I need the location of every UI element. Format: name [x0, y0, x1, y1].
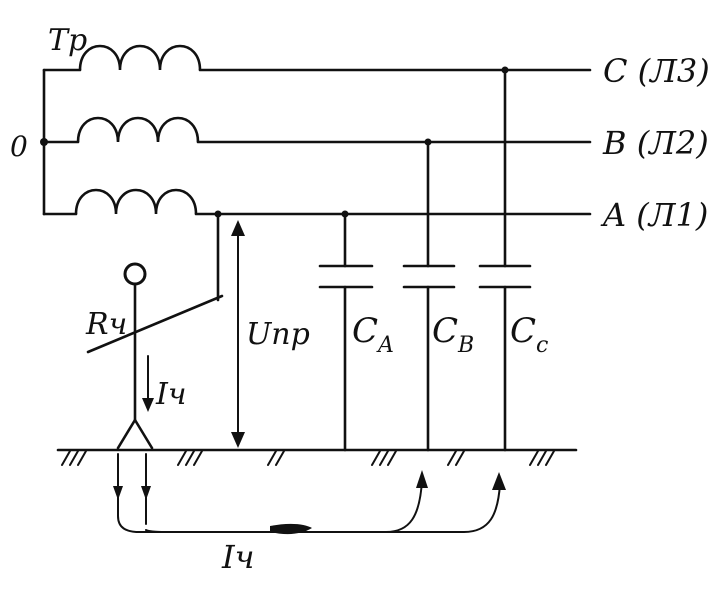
resistor-slider [86, 294, 224, 354]
return-path-cb [117, 479, 423, 533]
cap-c-plates [478, 264, 532, 289]
cap-a-plates [318, 264, 374, 289]
cap-b-plates [402, 264, 456, 289]
winding-c [78, 44, 202, 71]
cap-b-label: CB [432, 311, 474, 358]
ground-current-label: Iч [221, 538, 255, 576]
transformer-label: Tp [48, 23, 87, 58]
voltage-arrowhead-top [231, 220, 245, 236]
neutral-label: 0 [10, 130, 28, 163]
ground-electrode [116, 418, 154, 450]
phase-b-label: B (Л2) [602, 124, 709, 162]
resistor-label: Rч [85, 307, 127, 342]
return-arrow-right [141, 486, 151, 500]
cap-a-label: CA [352, 311, 394, 358]
winding-a [74, 188, 198, 215]
return-current-arrow [270, 523, 312, 535]
return-arrow-cc [492, 472, 506, 490]
winding-b [76, 116, 200, 143]
fault-terminal [123, 262, 147, 286]
earth-hatching [61, 450, 555, 466]
return-path-cc [145, 483, 501, 533]
return-arrow-cb [416, 470, 428, 488]
cap-c-label: Cc [510, 311, 548, 358]
phase-c-label: C (Л3) [603, 52, 710, 90]
return-arrow-left [113, 486, 123, 500]
voltage-arrowhead-bottom [231, 432, 245, 448]
phase-a-label: A (Л1) [600, 196, 708, 234]
branch-current-label: Iч [155, 377, 187, 412]
branch-current-arrowhead [142, 398, 154, 412]
voltage-label: Uпр [246, 317, 310, 352]
